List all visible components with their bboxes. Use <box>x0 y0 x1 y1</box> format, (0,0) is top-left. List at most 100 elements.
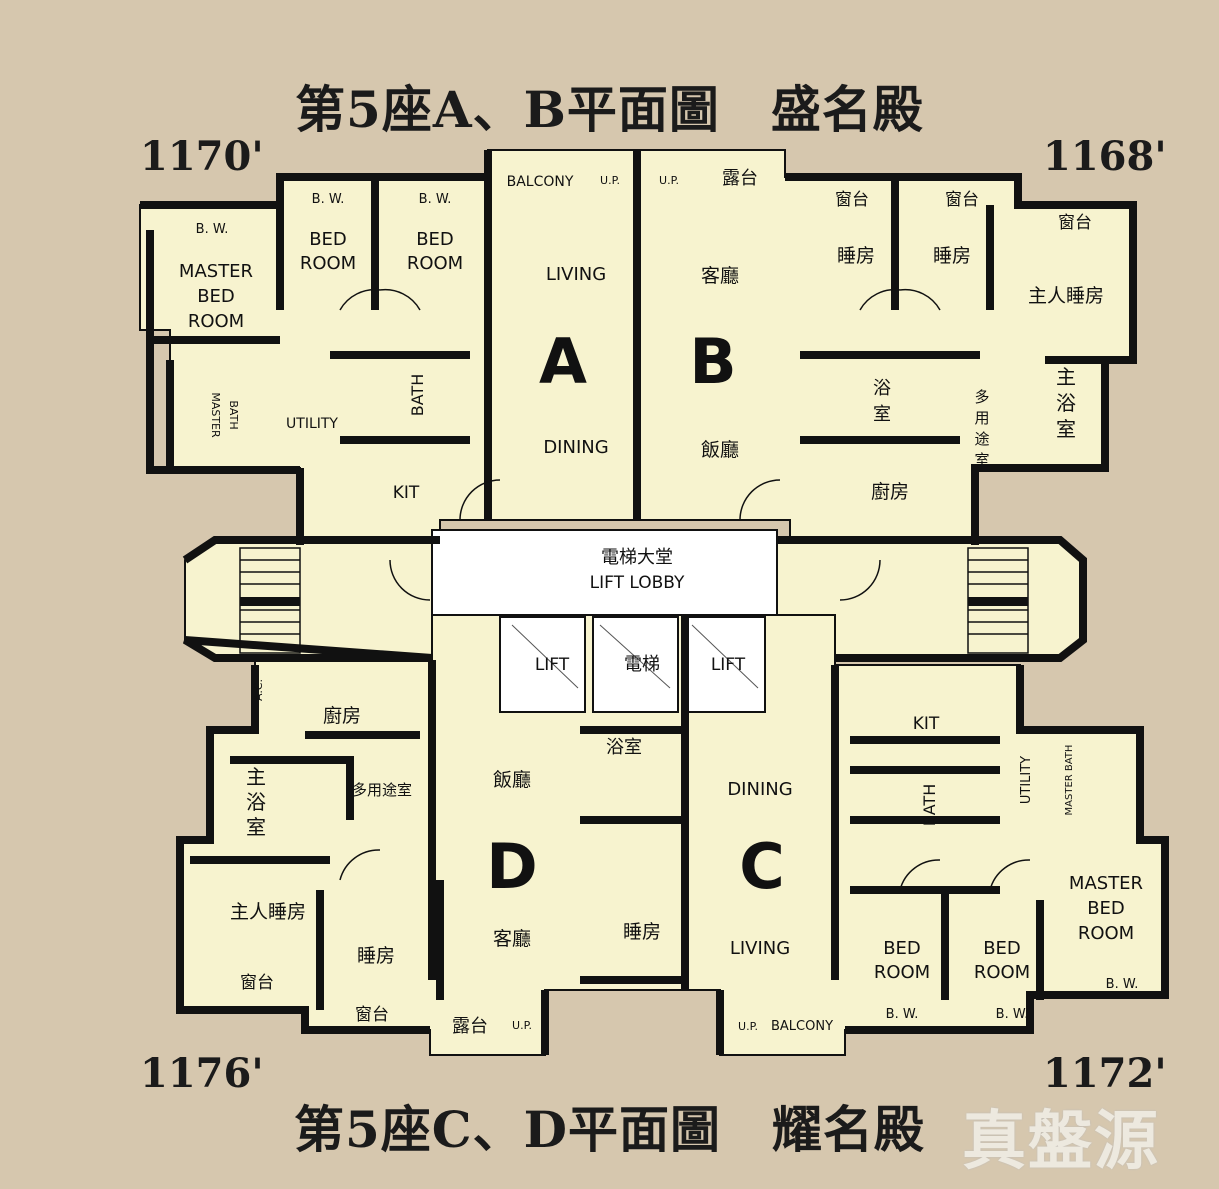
a-bw3: B. W. <box>196 222 229 237</box>
wall-a-outer <box>140 150 492 545</box>
c-dining: DINING <box>727 779 792 800</box>
a-bed2b: ROOM <box>407 253 463 274</box>
area-b: 1168' <box>1043 133 1167 180</box>
b-utility1: 多 <box>974 388 989 406</box>
b-bath1: 浴 <box>873 378 891 399</box>
b-utility2: 用 <box>974 409 989 427</box>
b-mbath3: 室 <box>1056 417 1076 441</box>
wall-core <box>182 536 1087 662</box>
a-dining: DINING <box>543 437 608 458</box>
a-bed1a: BED <box>309 229 347 250</box>
b-balcony: 露台 <box>722 168 758 189</box>
d-bed1: 睡房 <box>357 945 395 967</box>
c-bed2a: BED <box>983 938 1021 959</box>
b-master: 主人睡房 <box>1028 285 1104 307</box>
c-living: LIVING <box>730 938 790 959</box>
b-dining: 飯廳 <box>701 439 739 461</box>
lift-label-1: LIFT <box>535 655 570 675</box>
lift-label-2: 電梯 <box>624 654 660 675</box>
d-ac: A.C. <box>252 679 265 701</box>
b-bed1: 睡房 <box>837 245 875 267</box>
b-bw2: 窗台 <box>945 190 979 210</box>
unit-b-letter: B <box>689 325 736 398</box>
wall-c-interior <box>850 736 1044 1000</box>
b-up: U.P. <box>659 174 679 187</box>
a-kit: KIT <box>393 483 420 503</box>
b-kit: 廚房 <box>871 480 909 503</box>
d-bw2: 窗台 <box>355 1005 389 1025</box>
c-kit: KIT <box>913 714 940 734</box>
unit-d-letter: D <box>486 830 537 903</box>
d-utility: 多用途室 <box>352 781 412 799</box>
c-bath: BATH <box>920 784 939 826</box>
d-bed2: 睡房 <box>623 921 661 943</box>
b-bw1: 窗台 <box>835 190 869 210</box>
c-bw1: B. W. <box>1106 977 1139 992</box>
area-c: 1172' <box>1043 1050 1167 1097</box>
lift-shaft-1 <box>499 616 586 713</box>
a-bath: BATH <box>408 374 427 416</box>
lift-label-3: LIFT <box>711 655 746 675</box>
a-utility: UTILITY <box>286 416 338 432</box>
c-bed1b: ROOM <box>874 962 930 983</box>
wall-b-outer <box>633 150 1137 545</box>
lift-shaft-2 <box>592 616 679 713</box>
b-bw3: 窗台 <box>1058 213 1092 233</box>
watermark: 真盤源 <box>962 1105 1160 1179</box>
a-mbath2: BATH <box>227 400 240 429</box>
lobby-label-en: LIFT LOBBY <box>590 573 685 593</box>
d-up: U.P. <box>512 1019 532 1032</box>
c-utility: UTILITY <box>1019 756 1034 804</box>
d-balcony: 露台 <box>452 1016 488 1037</box>
a-bw2: B. W. <box>419 192 452 207</box>
c-master1: MASTER <box>1069 873 1143 894</box>
lobby-label-zh: 電梯大堂 <box>601 547 673 568</box>
a-balcony: BALCONY <box>507 174 574 190</box>
c-bed1a: BED <box>883 938 921 959</box>
b-mbath2: 浴 <box>1056 391 1076 415</box>
d-mbath3: 室 <box>246 815 266 839</box>
d-mbath2: 浴 <box>246 790 266 814</box>
lift-lobby-area <box>431 529 778 616</box>
c-bw2: B. W. <box>886 1007 919 1022</box>
c-master3: ROOM <box>1078 923 1134 944</box>
b-bed2: 睡房 <box>933 245 971 267</box>
wall-b-interior <box>800 180 1105 444</box>
d-living: 客廳 <box>493 928 531 950</box>
unit-a-letter: A <box>539 325 587 398</box>
wall-a-interior <box>150 180 470 468</box>
lift-shaft-3 <box>684 616 766 713</box>
a-up: U.P. <box>600 174 620 187</box>
a-mbath1: MASTER <box>209 392 222 438</box>
b-bath2: 室 <box>873 404 891 425</box>
area-d: 1176' <box>140 1050 264 1097</box>
b-living: 客廳 <box>701 265 739 287</box>
unit-c-letter: C <box>739 830 785 903</box>
a-master2: BED <box>197 286 235 307</box>
a-master1: MASTER <box>179 261 253 282</box>
d-kit: 廚房 <box>323 704 361 727</box>
d-dining: 飯廳 <box>493 769 531 791</box>
d-mbath1: 主 <box>246 765 266 789</box>
a-bed1b: ROOM <box>300 253 356 274</box>
a-bed2a: BED <box>416 229 454 250</box>
area-a: 1170' <box>140 133 264 180</box>
c-master2: BED <box>1087 898 1125 919</box>
wall-d-outer <box>176 660 549 1055</box>
title-bottom: 第5座C、D平面圖 耀名殿 <box>294 1100 925 1159</box>
b-mbath1: 主 <box>1056 365 1076 389</box>
title-top: 第5座A、B平面圖 盛名殿 <box>295 80 924 139</box>
c-balcony: BALCONY <box>771 1019 833 1034</box>
c-up: U.P. <box>738 1020 758 1033</box>
c-mbath: MASTER BATH <box>1064 745 1075 816</box>
wall-c-outer <box>681 615 1169 1055</box>
a-master3: ROOM <box>188 311 244 332</box>
wall-d-interior <box>190 726 685 1010</box>
d-master: 主人睡房 <box>230 901 306 923</box>
c-bw3: B. W. <box>996 1007 1029 1022</box>
d-bw1: 窗台 <box>240 973 274 993</box>
b-utility4: 室 <box>974 451 989 469</box>
b-utility3: 途 <box>974 430 989 448</box>
a-bw1: B. W. <box>312 192 345 207</box>
